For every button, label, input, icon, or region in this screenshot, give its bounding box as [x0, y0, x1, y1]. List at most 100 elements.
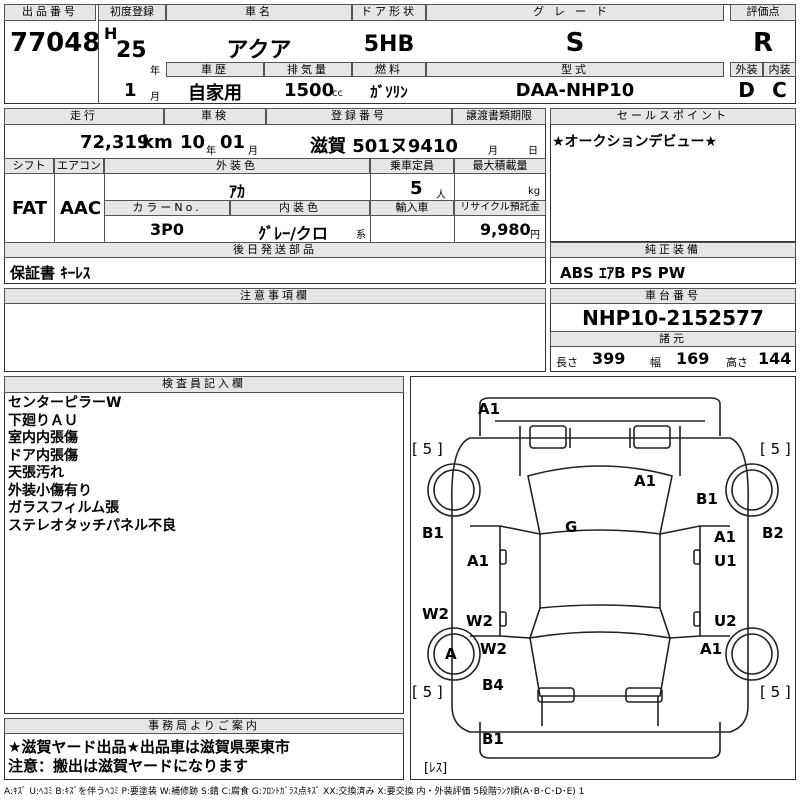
first-reg-header: 初度登録	[98, 4, 166, 21]
exterior-header: 外装	[730, 62, 763, 77]
diagram-corner-br: [ 5 ]	[760, 683, 791, 701]
office-notes: ★滋賀ヤード出品★出品車は滋賀県栗東市 注意：搬出は滋賀ヤードになります	[8, 738, 290, 776]
color-no-value: 3P0	[150, 220, 184, 239]
ext-color-header: 外装色	[104, 158, 370, 174]
capacity-header: 乗車定員	[370, 158, 454, 174]
name-header: 車名	[166, 4, 352, 21]
mileage-value: 72,319	[80, 132, 150, 153]
damage-mark: B1	[696, 490, 718, 508]
inspector-header: 検査員記入欄	[4, 376, 404, 393]
damage-mark: A1	[700, 640, 723, 658]
later-parts-header: 後日発送部品	[4, 242, 546, 258]
damage-mark: A1	[634, 472, 657, 490]
inspector-note: 外装小傷有り	[8, 482, 92, 499]
max-load-header: 最大積載量	[454, 158, 546, 174]
inspector-block	[4, 376, 404, 714]
month-unit: 月	[150, 92, 160, 103]
damage-mark: B2	[762, 524, 784, 542]
damage-mark: B1	[422, 524, 444, 542]
inspector-note: 下廻りＡＵ	[8, 412, 78, 429]
diagram-rest: [ﾚｽ]	[424, 761, 448, 776]
sales-point-header: セールスポイント	[550, 108, 796, 125]
int-color-value: ｸﾞﾚｰ/クロ	[258, 224, 328, 243]
later-parts-value: 保証書 ｷｰﾚｽ	[10, 264, 91, 282]
aircon-header: エアコン	[54, 158, 104, 174]
interior-grade: C	[772, 78, 787, 102]
inspector-note: ドア内張傷	[8, 447, 78, 464]
spec-height: 144	[758, 349, 792, 368]
damage-mark: A1	[478, 400, 501, 418]
inspection-month-unit: 月	[248, 146, 258, 157]
mileage-unit: km	[142, 132, 173, 153]
chassis-header: 車台番号	[550, 288, 796, 304]
divider	[370, 158, 371, 242]
divider	[454, 158, 455, 242]
diagram-corner-tl: [ 5 ]	[412, 440, 443, 458]
damage-mark: W2	[480, 640, 507, 658]
registration-header: 登録番号	[266, 108, 452, 125]
car-diagram	[427, 397, 779, 759]
spec-length: 399	[592, 349, 626, 368]
spec-height-label: 高さ	[726, 356, 748, 369]
max-load-unit: kg	[528, 186, 541, 197]
inspector-note: ガラスフィルム張	[8, 500, 120, 516]
inspector-note: 室内内張傷	[8, 430, 78, 446]
damage-mark: A1	[467, 552, 490, 570]
inspection-header: 車検	[164, 108, 266, 125]
damage-mark: A	[445, 645, 457, 663]
car-name: アクア	[226, 38, 292, 63]
lot-header: 出品番号	[4, 4, 96, 21]
int-color-header: 内装色	[230, 200, 370, 216]
inspection-year: 10	[180, 132, 206, 153]
equipment-header: 純正装備	[550, 242, 796, 258]
year-era: H	[104, 24, 118, 43]
model-header: 型式	[426, 62, 724, 77]
damage-mark: A1	[714, 528, 737, 546]
transfer-header: 譲渡書類期限	[452, 108, 546, 125]
grade-value: S	[565, 28, 585, 58]
recycle-unit: 円	[530, 230, 540, 241]
import-header: 輸入車	[370, 200, 454, 216]
lot-number: 77048	[10, 28, 101, 58]
sales-point-value: ★オークションデビュー★	[552, 134, 718, 150]
year-value: 25	[116, 38, 147, 63]
damage-mark: U1	[714, 552, 737, 570]
spec-width: 169	[676, 349, 710, 368]
score-value: R	[752, 28, 774, 58]
divider	[98, 4, 99, 104]
year-unit: 年	[150, 66, 160, 77]
door-type: 5HB	[363, 32, 415, 57]
displacement-header: 排気量	[264, 62, 352, 77]
damage-mark: G	[565, 518, 578, 536]
diagram-corner-tr: [ 5 ]	[760, 440, 791, 458]
car-diagram-block	[410, 376, 796, 780]
specs-header: 諸元	[550, 331, 796, 347]
damage-mark: W2	[466, 612, 493, 630]
inspection-year-unit: 年	[206, 146, 216, 157]
transfer-month-unit: 月	[488, 146, 498, 157]
int-color-unit: 系	[356, 230, 366, 241]
inspector-notes: センターピラーW 下廻りＡＵ 室内内張傷 ドア内張傷 天張汚れ 外装小傷有り ガ…	[8, 395, 176, 535]
inspector-note: ステレオタッチパネル不良	[8, 517, 176, 534]
interior-header: 内装	[763, 62, 796, 77]
displacement-value: 1500	[284, 80, 335, 101]
office-note: ★滋賀ヤード出品★出品車は滋賀県栗東市	[8, 738, 290, 756]
month-value: 1	[124, 80, 137, 101]
inspector-note: センターピラーW	[8, 395, 122, 411]
divider	[104, 158, 105, 242]
model-code: DAA-NHP10	[515, 80, 635, 101]
recycle-header: リサイクル預託金	[454, 200, 546, 216]
history-value: 自家用	[188, 83, 242, 104]
fuel-value: ｶﾞｿﾘﾝ	[370, 83, 408, 101]
chassis-number: NHP10-2152577	[582, 306, 764, 330]
legend: A:ｷｽﾞ U:ﾍｺﾐ B:ｷｽﾞを伴うﾍｺﾐ P:要塗装 W:補修跡 S:錆 …	[4, 787, 585, 797]
inspection-month: 01	[220, 132, 246, 153]
divider	[54, 158, 55, 242]
ext-color-value: ｱｶ	[228, 182, 245, 201]
shift-value: FAT	[12, 198, 48, 219]
exterior-grade: D	[738, 78, 755, 102]
recycle-value: 9,980	[480, 220, 531, 239]
color-no-header: カラーNo.	[104, 200, 230, 216]
damage-mark: U2	[714, 612, 737, 630]
displacement-unit: cc	[332, 88, 343, 99]
